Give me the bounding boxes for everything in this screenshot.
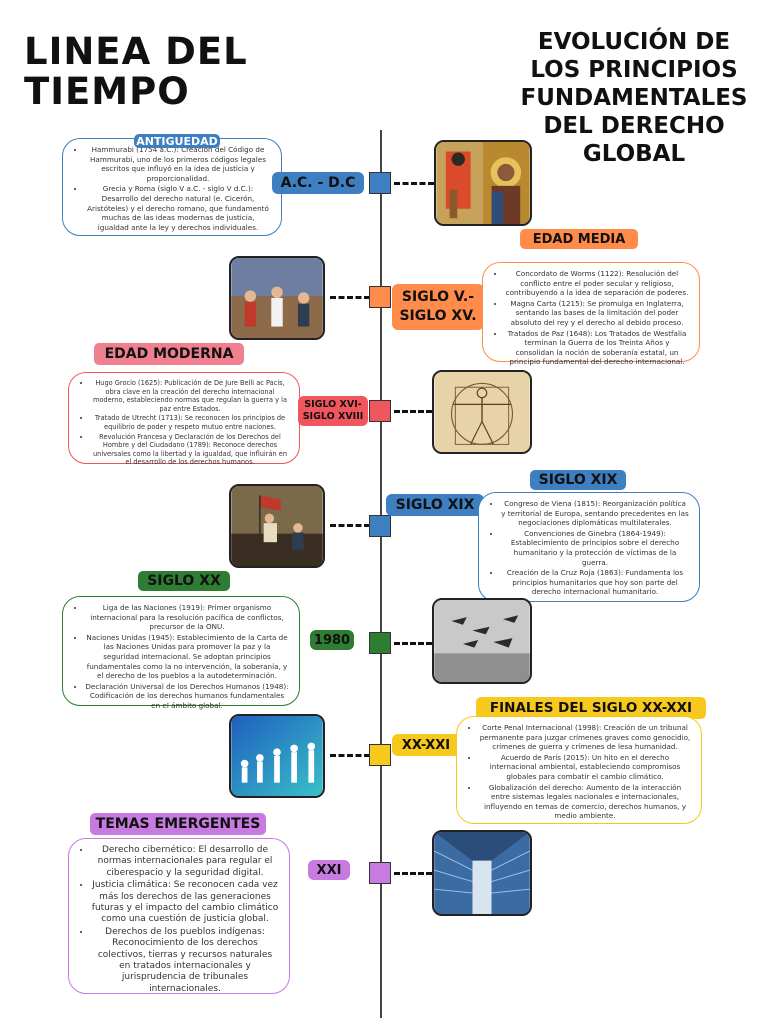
period-label: SIGLO XIX <box>386 494 484 516</box>
connector-dash <box>394 182 434 185</box>
era-siglo-xx-tag: SIGLO XX <box>138 571 230 591</box>
list-item: Grecia y Roma (siglo V a.C. - siglo V d.… <box>85 184 271 232</box>
era-temas-tag: TEMAS EMERGENTES <box>90 813 266 835</box>
timeline-node <box>369 744 391 766</box>
period-label-line: SIGLO XV. <box>399 308 477 324</box>
era-finales-box: Corte Penal Internacional (1998): Creaci… <box>456 716 702 824</box>
subtitle-line: FUNDAMENTALES <box>520 85 748 111</box>
page-subtitle: EVOLUCIÓN DE LOS PRINCIPIOS FUNDAMENTALE… <box>512 28 756 168</box>
era-siglo-xix-box: Congreso de Viena (1815): Reorganización… <box>478 492 700 602</box>
timeline-node <box>369 515 391 537</box>
period-label: XX-XXI <box>392 734 460 756</box>
period-label-line: SIGLO V.- <box>401 289 475 305</box>
subtitle-line: EVOLUCIÓN DE <box>537 29 731 55</box>
list-item: Convenciones de Ginebra (1864-1949): Est… <box>501 529 689 567</box>
period-label-line: SIGLO XVI- <box>304 399 362 410</box>
list-item: Hammurabi (1754 a.C.): Creación del Códi… <box>85 145 271 183</box>
list-item: Justicia climática: Se reconocen cada ve… <box>91 880 279 926</box>
connector-dash <box>330 296 370 299</box>
era-siglo-xx-box: Liga de las Naciones (1919): Primer orga… <box>62 596 300 710</box>
title-line: LINEA DEL <box>24 30 248 73</box>
timeline-node <box>369 172 391 194</box>
subtitle-line: DEL DERECHO <box>543 113 725 139</box>
timeline-node <box>369 286 391 308</box>
list-item: Derechos de los pueblos indígenas: Recon… <box>91 927 279 995</box>
list-item: Acuerdo de París (2015): Un hito en el d… <box>479 753 691 782</box>
ancient-art-icon <box>436 142 530 224</box>
timeline-node <box>369 862 391 884</box>
revolution-scene-icon <box>231 486 323 566</box>
list-item: Derecho cibernético: El desarrollo de no… <box>91 845 279 879</box>
connector-dash <box>330 754 370 757</box>
list-item: Globalización del derecho: Aumento de la… <box>479 783 691 821</box>
connector-dash <box>394 410 432 413</box>
warplanes-image <box>432 598 532 684</box>
list-item: Liga de las Naciones (1919): Primer orga… <box>85 603 289 632</box>
connector-dash <box>330 524 370 527</box>
warehouse-icon <box>434 832 530 914</box>
period-label: XXI <box>308 860 350 880</box>
list-item: Congreso de Viena (1815): Reorganización… <box>501 499 689 528</box>
era-antiguedad-tag: ANTIGUEDAD <box>134 134 220 148</box>
list-item: Magna Carta (1215): Se promulga en Ingla… <box>505 299 689 328</box>
warplanes-icon <box>434 600 530 682</box>
era-finales-tag: FINALES DEL SIGLO XX-XXI <box>476 697 706 719</box>
list-item: Hugo Grocio (1625): Publicación de De Ju… <box>91 379 289 413</box>
connector-dash <box>394 872 432 875</box>
era-edad-moderna-tag: EDAD MODERNA <box>94 343 244 365</box>
vitruvian-image <box>432 370 532 454</box>
page-title: LINEA DEL TIEMPO <box>24 32 264 112</box>
list-item: Corte Penal Internacional (1998): Creaci… <box>479 723 691 752</box>
list-item: Tratado de Utrecht (1713): Se reconocen … <box>91 414 289 431</box>
period-label: SIGLO XVI- SIGLO XVIII <box>298 396 368 426</box>
list-item: Naciones Unidas (1945): Establecimiento … <box>85 633 289 681</box>
era-edad-media-box: Concordato de Worms (1122): Resolución d… <box>482 262 700 366</box>
medieval-image <box>229 256 325 340</box>
list-item: Concordato de Worms (1122): Resolución d… <box>505 269 689 298</box>
period-label: SIGLO V.- SIGLO XV. <box>392 284 484 330</box>
era-edad-media-tag: EDAD MEDIA <box>520 229 638 249</box>
period-label: A.C. - D.C <box>272 172 364 194</box>
title-line: TIEMPO <box>24 70 190 113</box>
connector-dash <box>394 642 432 645</box>
era-edad-moderna-box: Hugo Grocio (1625): Publicación de De Ju… <box>68 372 300 467</box>
warehouse-image <box>432 830 532 916</box>
list-item: Declaración Universal de los Derechos Hu… <box>85 682 289 711</box>
era-temas-box: Derecho cibernético: El desarrollo de no… <box>68 838 290 994</box>
medieval-scene-icon <box>231 258 323 338</box>
list-item: Creación de la Cruz Roja (1863): Fundame… <box>501 568 689 597</box>
list-item: Tratados de Paz (1648): Los Tratados de … <box>505 329 689 367</box>
period-label-line: SIGLO XVIII <box>302 411 364 422</box>
era-antiguedad-box: Hammurabi (1754 a.C.): Creación del Códi… <box>62 138 282 236</box>
timeline-node <box>369 632 391 654</box>
subtitle-line: GLOBAL <box>582 141 686 167</box>
ancient-art-image <box>434 140 532 226</box>
subtitle-line: LOS PRINCIPIOS <box>530 57 738 83</box>
liberty-image <box>229 484 325 568</box>
period-label: 1980 <box>310 630 354 650</box>
timeline-node <box>369 400 391 422</box>
vitruvian-man-icon <box>434 372 530 452</box>
list-item: Revolución Francesa y Declaración de los… <box>91 433 289 467</box>
evolution-image <box>229 714 325 798</box>
era-siglo-xix-tag: SIGLO XIX <box>530 470 626 490</box>
evolution-icon <box>231 716 323 796</box>
timeline-axis <box>380 130 382 1018</box>
